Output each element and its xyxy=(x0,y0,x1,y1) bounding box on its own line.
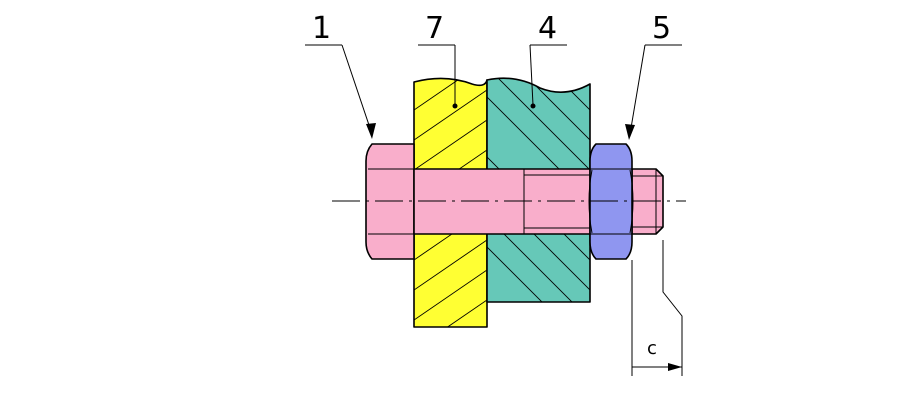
callout-1: 1 xyxy=(305,11,376,139)
callout-1-label: 1 xyxy=(312,11,331,46)
callout-7: 7 xyxy=(418,11,458,109)
dimension-c: c xyxy=(631,240,683,376)
callout-4-label: 4 xyxy=(538,11,557,46)
dimension-c-label: c xyxy=(647,338,657,359)
callout-5: 5 xyxy=(625,11,682,140)
callout-5-label: 5 xyxy=(652,11,671,46)
callout-4: 4 xyxy=(529,11,567,109)
callout-7-label: 7 xyxy=(425,11,444,46)
